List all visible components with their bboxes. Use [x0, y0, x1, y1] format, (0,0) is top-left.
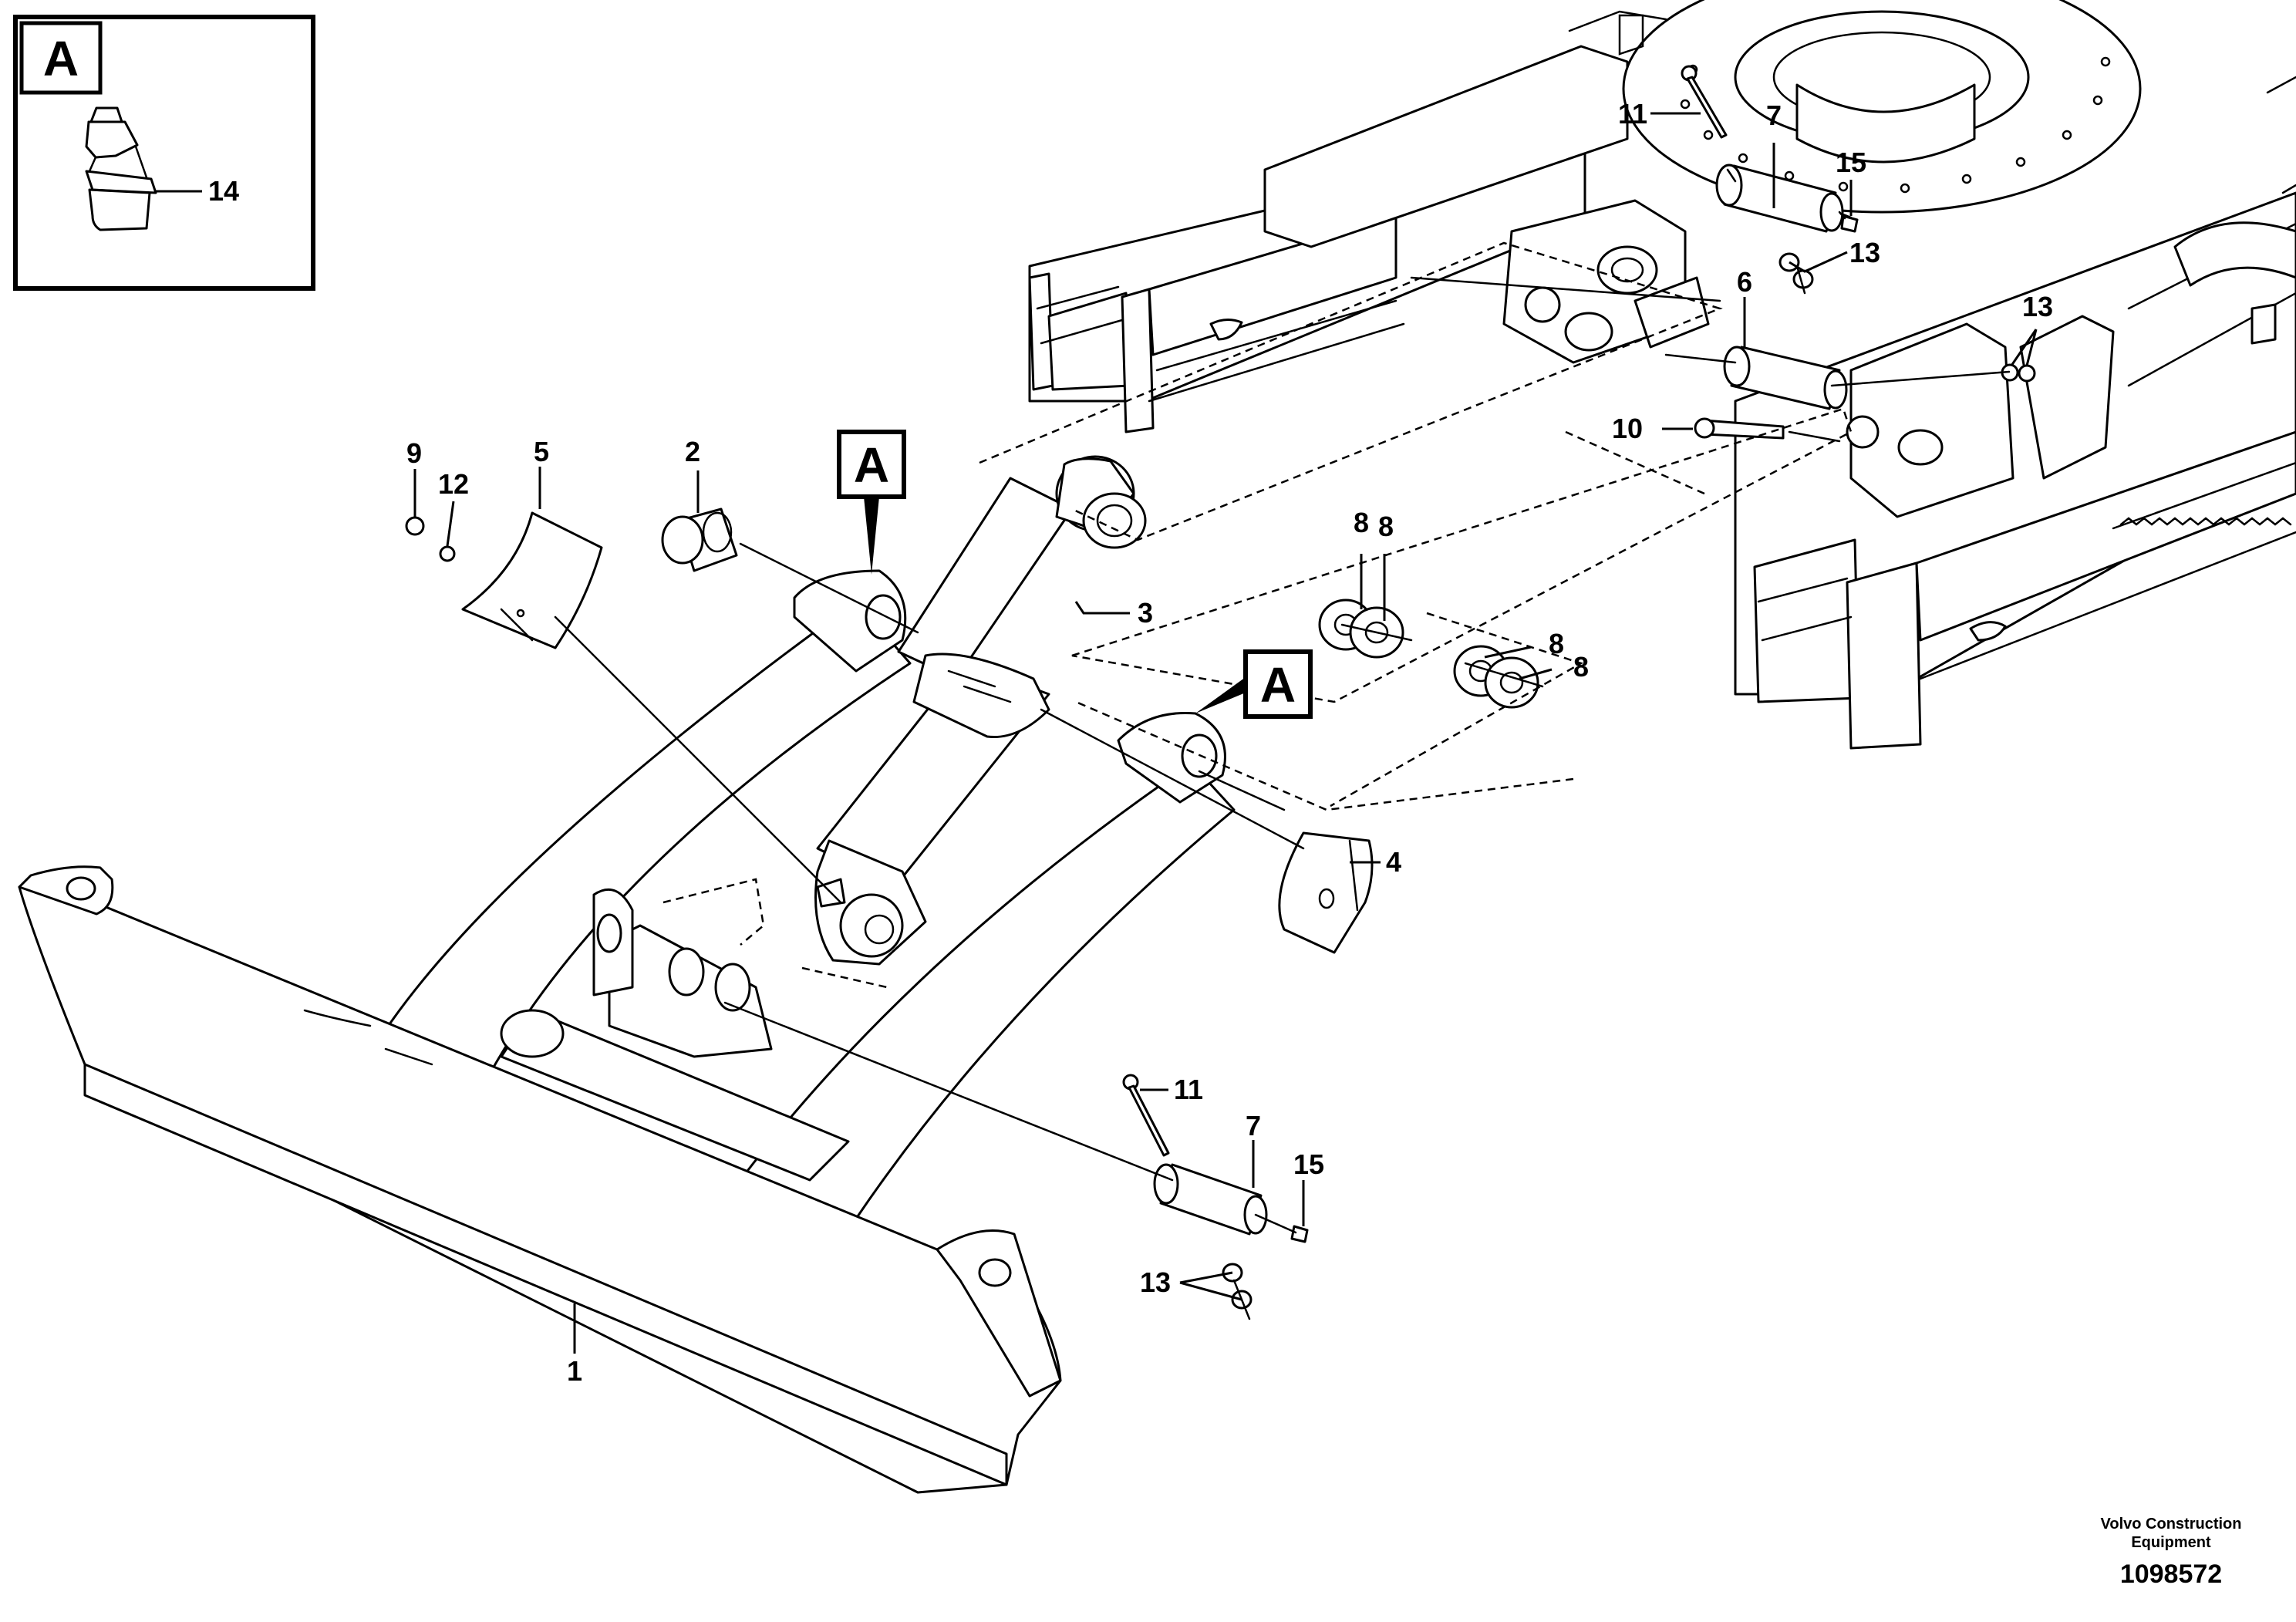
shims-8-upper	[1318, 599, 1404, 659]
guard-plate-4	[1278, 831, 1374, 954]
bolt-11-top	[1681, 65, 1728, 139]
callout-10: 10	[1612, 413, 1643, 444]
view-marker-a-1: A	[837, 430, 906, 575]
hydraulic-cylinder	[814, 455, 1147, 966]
view-marker-a-2: A	[1195, 649, 1313, 719]
callout-11-top: 11	[1618, 98, 1647, 130]
assembly-lines	[500, 168, 2011, 1320]
undercarriage-frame	[1028, 0, 2296, 750]
callout-leaders	[413, 112, 2038, 1354]
callout-4: 4	[1386, 846, 1401, 878]
grease-fittings-15	[1290, 214, 1859, 1243]
callout-11-bottom: 11	[1174, 1074, 1203, 1105]
callout-8-b: 8	[1378, 511, 1394, 542]
callout-13-right: 13	[2022, 291, 2053, 322]
grease-nipple-fitting	[85, 106, 157, 231]
detail-view-a: A 14	[13, 15, 315, 291]
bolt-9	[405, 516, 425, 536]
footer: Volvo Construction Equipment 1098572	[2101, 1516, 2242, 1589]
alignment-dashes	[663, 241, 1853, 989]
callout-12: 12	[438, 468, 469, 500]
callout-15-bottom: 15	[1293, 1148, 1324, 1180]
pin-7-bottom	[1153, 1163, 1268, 1236]
credit-line-2: Equipment	[2131, 1534, 2211, 1551]
callout-8-d: 8	[1573, 651, 1589, 683]
callout-8-a: 8	[1354, 507, 1369, 538]
callout-numbers: 1 2 3 4 5 6 7 7 8 8 8 8 9 10 11 11 12 13…	[406, 98, 2053, 1387]
callout-9: 9	[406, 437, 422, 469]
view-marker-letter: A	[854, 437, 889, 493]
callout-7-bottom: 7	[1246, 1110, 1261, 1141]
detail-view-letter: A	[43, 31, 79, 86]
dozer-blade	[18, 569, 1236, 1494]
credit-line-1: Volvo Construction	[2101, 1516, 2242, 1533]
callout-8-c: 8	[1549, 628, 1564, 659]
washer-12	[439, 545, 456, 562]
bushing-2	[661, 508, 738, 572]
callout-5: 5	[534, 436, 549, 467]
callout-3: 3	[1138, 597, 1153, 629]
callout-7-top: 7	[1766, 99, 1782, 131]
callout-1: 1	[567, 1355, 582, 1387]
bolt-11-bottom	[1122, 1074, 1170, 1157]
pin-7-top	[1715, 164, 1853, 233]
guard-plate-5	[461, 511, 603, 649]
callout-2: 2	[685, 436, 700, 467]
slewing-ring-bolt-holes	[1680, 56, 2111, 194]
callout-15-top: 15	[1836, 147, 1866, 178]
detail-view-label-box	[19, 21, 103, 95]
callout-13-bottom: 13	[1140, 1266, 1171, 1298]
callout-6: 6	[1737, 266, 1752, 298]
blade-cutting-edge	[83, 1063, 1008, 1486]
callout-14: 14	[208, 175, 239, 207]
document-number: 1098572	[2120, 1560, 2222, 1589]
callout-13-top: 13	[1849, 237, 1880, 268]
bolt-10	[1694, 417, 1785, 440]
view-marker-letter: A	[1260, 657, 1296, 713]
pin-6	[1723, 346, 1848, 410]
